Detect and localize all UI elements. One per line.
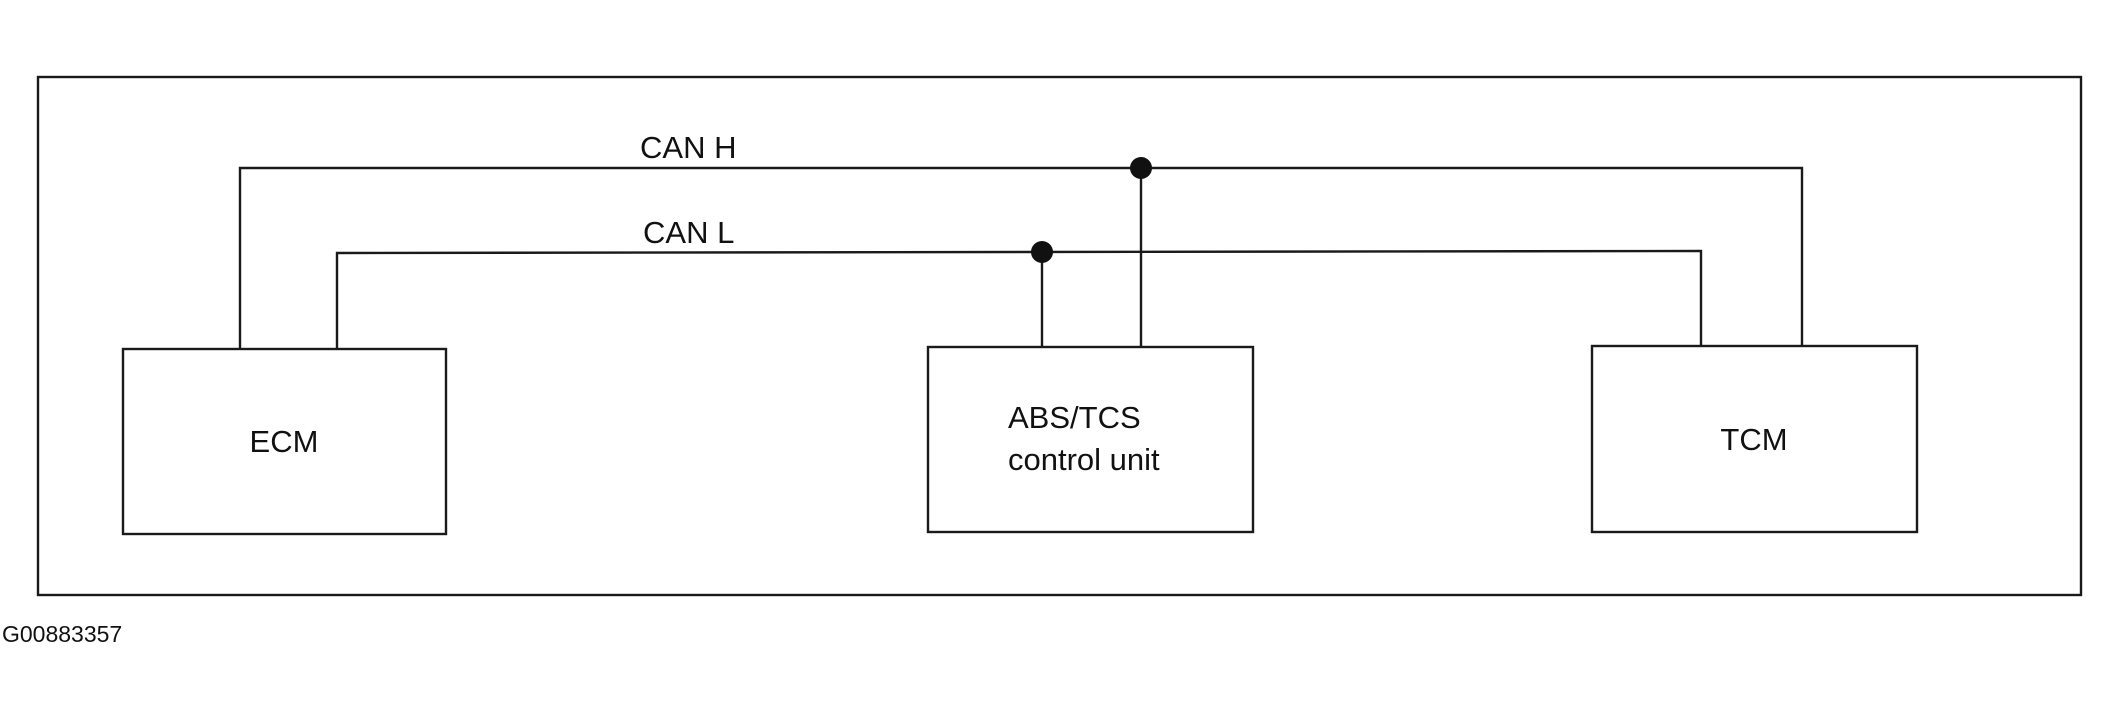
tcm-label: TCM bbox=[1720, 422, 1787, 457]
can-h-wire bbox=[238, 166, 1804, 350]
abs-tcs-label-line1: ABS/TCS bbox=[1008, 400, 1141, 435]
can-h-junction bbox=[1130, 157, 1152, 179]
can-l-label: CAN L bbox=[643, 215, 734, 250]
tcm-box bbox=[1590, 344, 1919, 534]
diagram-frame bbox=[36, 75, 2083, 597]
ecm-box bbox=[121, 347, 448, 536]
abs-tcs-label-line2: control unit bbox=[1008, 442, 1160, 477]
figure-id: G00883357 bbox=[2, 621, 122, 647]
ecm-label: ECM bbox=[250, 424, 319, 459]
can-l-wire bbox=[335, 249, 1703, 350]
abs-tcs-box bbox=[926, 345, 1255, 534]
can-h-label: CAN H bbox=[640, 130, 736, 165]
can-l-junction bbox=[1031, 241, 1053, 263]
